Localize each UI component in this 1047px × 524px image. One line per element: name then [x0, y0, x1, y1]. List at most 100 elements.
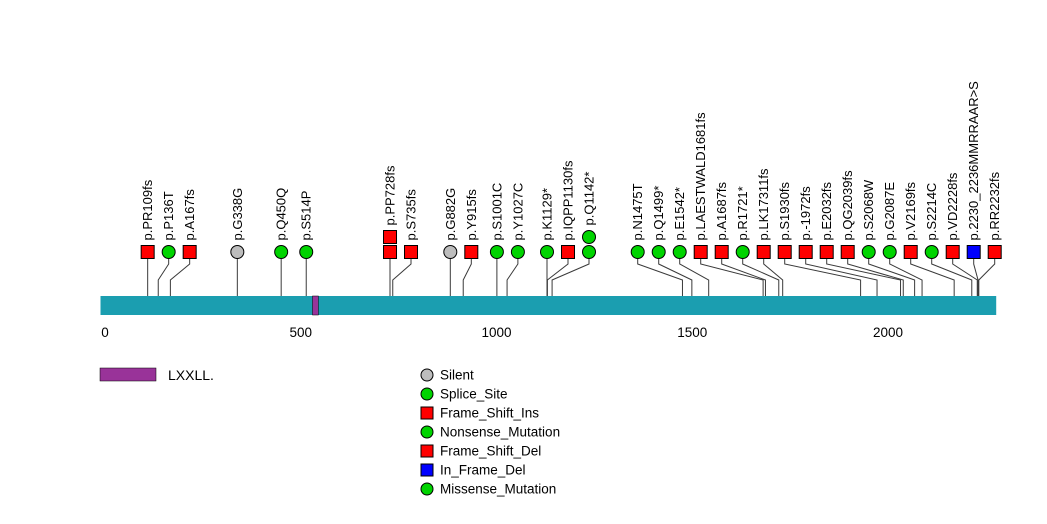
- mutation-marker[interactable]: [582, 230, 597, 244]
- mutation-label: p.VD2228fs: [945, 172, 960, 240]
- mutation-label: p.IQPP1130fs: [561, 160, 576, 240]
- mutation-stem: [889, 256, 923, 299]
- mutation-stem: [742, 256, 780, 299]
- mutation-label: p.-1972fs: [798, 186, 813, 241]
- mutation-label: p.PR109fs: [140, 179, 155, 240]
- mutation-label: p.QG2039fs: [840, 170, 855, 241]
- legend-mutation-item: In_Frame_Del: [420, 463, 526, 478]
- mutation-label: p.Y915fs: [464, 189, 479, 241]
- mutation-stem: [910, 256, 955, 299]
- mutation-marker[interactable]: [966, 245, 981, 259]
- mutation-marker[interactable]: [299, 245, 314, 259]
- mutation-marker[interactable]: [756, 245, 771, 259]
- mutation-label: p.2230_2236MMRRAAR>S: [966, 81, 981, 241]
- mutation-marker[interactable]: [882, 245, 897, 259]
- mutation-label: p.S1001C: [489, 183, 504, 241]
- mutation-marker[interactable]: [945, 245, 960, 259]
- mutation-marker[interactable]: [140, 245, 155, 259]
- legend-label: Missense_Mutation: [440, 482, 556, 497]
- mutation-marker[interactable]: [819, 245, 834, 259]
- legend-label: Nonsense_Mutation: [440, 425, 560, 440]
- mutation-marker[interactable]: [404, 245, 419, 259]
- legend-mutation-item: Frame_Shift_Del: [420, 444, 541, 459]
- mutation-marker[interactable]: [464, 245, 479, 259]
- mutation-label: p.S2214C: [924, 183, 939, 241]
- legend-label: Silent: [440, 368, 474, 383]
- mutation-marker[interactable]: [182, 245, 197, 259]
- mutation-marker[interactable]: [561, 245, 576, 259]
- legend-marker: [420, 463, 434, 477]
- mutation-marker[interactable]: [840, 245, 855, 259]
- legend-domain-label: LXXLL.: [168, 367, 214, 383]
- mutation-stem: [826, 256, 902, 299]
- mutation-label: p.Q450Q: [274, 188, 289, 241]
- mutation-marker[interactable]: [903, 245, 918, 259]
- mutation-marker[interactable]: [987, 245, 1002, 259]
- mutation-stem: [763, 256, 784, 299]
- mutation-label: p.PP728fs: [383, 165, 398, 225]
- mutation-marker[interactable]: [443, 245, 458, 259]
- mutation-marker[interactable]: [383, 245, 398, 259]
- mutation-label: p.S514P: [299, 191, 314, 241]
- mutation-label: p.R1721*: [735, 186, 750, 240]
- mutation-label: p.E1542*: [672, 187, 687, 241]
- legend-marker: [420, 368, 434, 382]
- mutation-label: p.LAESTWALD1681fs: [693, 112, 708, 241]
- mutation-label: p.K1129*: [540, 188, 555, 241]
- mutation-marker[interactable]: [924, 245, 939, 259]
- mutation-stem: [805, 256, 878, 299]
- mutation-marker[interactable]: [582, 245, 597, 259]
- mutation-marker[interactable]: [861, 245, 876, 259]
- mutation-marker[interactable]: [274, 245, 289, 259]
- mutation-marker[interactable]: [630, 245, 645, 259]
- mutation-marker[interactable]: [540, 245, 555, 259]
- legend-domain-swatch: [99, 367, 157, 382]
- mutation-label: p.E2032fs: [819, 181, 834, 240]
- mutation-stem: [721, 256, 766, 299]
- legend-marker: [420, 387, 434, 401]
- mutation-stem: [784, 256, 862, 299]
- mutation-marker[interactable]: [735, 245, 750, 259]
- mutation-marker[interactable]: [161, 245, 176, 259]
- legend-domain-item: LXXLL.: [99, 367, 214, 383]
- mutation-stem: [551, 256, 590, 299]
- legend-mutation-item: Silent: [420, 368, 474, 383]
- mutation-stem: [658, 256, 693, 299]
- axis-tick-label: 2000: [873, 325, 903, 340]
- mutation-marker[interactable]: [651, 245, 666, 259]
- legend-mutation-item: Nonsense_Mutation: [420, 425, 560, 440]
- mutation-stem: [157, 256, 170, 299]
- legend-label: In_Frame_Del: [440, 463, 526, 478]
- mutation-marker[interactable]: [714, 245, 729, 259]
- mutation-stem: [462, 256, 472, 299]
- mutation-label: p.G882G: [443, 188, 458, 241]
- mutation-marker[interactable]: [693, 245, 708, 259]
- mutation-marker[interactable]: [383, 230, 398, 244]
- mutation-marker[interactable]: [230, 245, 245, 259]
- mutation-marker[interactable]: [798, 245, 813, 259]
- mutation-stem: [506, 256, 519, 299]
- mutation-stem: [931, 256, 973, 299]
- legend-mutation-item: Splice_Site: [420, 387, 508, 402]
- mutation-marker[interactable]: [672, 245, 687, 259]
- mutation-marker[interactable]: [489, 245, 504, 259]
- mutation-label: p.RR2232fs: [987, 171, 1002, 240]
- mutation-stem: [973, 256, 979, 299]
- mutation-stem: [392, 256, 412, 299]
- mutation-stem: [868, 256, 916, 299]
- mutation-label: p.Q1142*: [582, 172, 597, 226]
- mutation-marker[interactable]: [777, 245, 792, 259]
- mutation-stem: [679, 256, 710, 299]
- mutation-stem: [637, 256, 683, 299]
- legend-marker: [420, 425, 434, 439]
- mutation-marker[interactable]: [510, 245, 525, 259]
- protein-bar: [100, 296, 997, 315]
- axis-tick-label: 500: [289, 325, 312, 340]
- mutation-stem: [978, 256, 996, 299]
- mutation-label: p.S2068W: [861, 179, 876, 240]
- legend-label: Frame_Shift_Ins: [440, 406, 539, 421]
- legend-mutation-item: Missense_Mutation: [420, 482, 556, 497]
- mutation-label: p.LK17311fs: [756, 168, 771, 241]
